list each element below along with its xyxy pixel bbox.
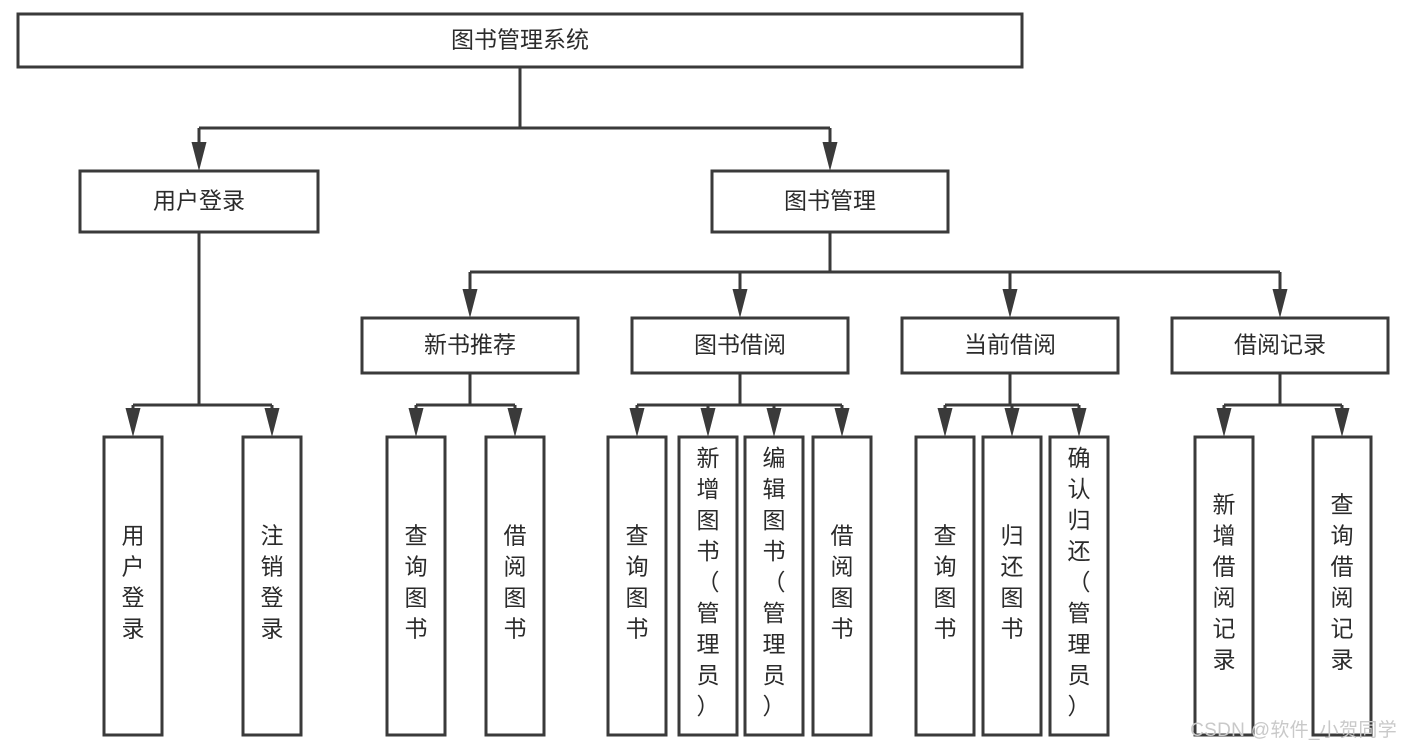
node-book-manage[interactable]: 图书管理 xyxy=(710,169,950,234)
node-leaf-query-record[interactable]: 查询借阅记录 xyxy=(1311,435,1373,737)
node-box xyxy=(900,316,1120,375)
arrow-head-icon xyxy=(629,408,645,437)
node-box xyxy=(360,316,580,375)
node-leaf-query-book-1[interactable]: 查询图书 xyxy=(385,435,447,737)
arrow-head-icon xyxy=(1004,408,1020,437)
arrow-head-icon xyxy=(1071,408,1087,437)
arrow-head-icon xyxy=(937,408,953,437)
node-box xyxy=(16,12,1024,69)
arrow-head-icon xyxy=(1002,289,1018,318)
arrow-head-icon xyxy=(732,289,748,318)
node-label: 图书管理 xyxy=(784,188,876,214)
arrow-head-icon xyxy=(1272,289,1288,318)
arrow-head-icon xyxy=(700,408,716,437)
arrow-head-icon xyxy=(408,408,424,437)
arrow-head-icon xyxy=(125,408,141,437)
node-user-login[interactable]: 用户登录 xyxy=(78,169,320,234)
arrow-head-icon xyxy=(1334,408,1350,437)
node-label: 新增借阅记录 xyxy=(1213,492,1236,673)
node-label: 借阅图书 xyxy=(504,523,527,642)
node-label: 新增图书（管理员） xyxy=(697,445,720,719)
node-label: 新书推荐 xyxy=(424,332,516,358)
node-box xyxy=(677,435,739,737)
node-label: 确认归还（管理员） xyxy=(1068,445,1091,719)
arrow-head-icon xyxy=(507,408,523,437)
arrow-head-icon xyxy=(264,408,280,437)
node-label: 借阅记录 xyxy=(1234,332,1326,358)
node-box xyxy=(1170,316,1390,375)
node-box xyxy=(78,169,320,234)
node-box xyxy=(743,435,805,737)
arrow-head-icon xyxy=(766,408,782,437)
node-label: 用户登录 xyxy=(122,523,145,642)
node-leaf-logout[interactable]: 注销登录 xyxy=(241,435,303,737)
arrow-head-icon xyxy=(191,142,207,171)
node-label: 编辑图书（管理员） xyxy=(763,445,786,719)
node-box xyxy=(710,169,950,234)
node-box xyxy=(811,435,873,737)
node-layer: 图书管理系统用户登录图书管理新书推荐图书借阅当前借阅借阅记录用户登录注销登录查询… xyxy=(16,12,1390,737)
node-leaf-confirm-return[interactable]: 确认归还（管理员） xyxy=(1048,435,1110,737)
arrow-head-icon xyxy=(822,142,838,171)
arrow-head-icon xyxy=(462,289,478,318)
node-leaf-return-book[interactable]: 归还图书 xyxy=(981,435,1043,737)
node-box xyxy=(1193,435,1255,737)
node-label: 查询图书 xyxy=(626,523,649,642)
edge-layer xyxy=(125,67,1350,437)
arrow-head-icon xyxy=(834,408,850,437)
node-box xyxy=(385,435,447,737)
node-label: 归还图书 xyxy=(1001,523,1024,642)
node-leaf-add-record[interactable]: 新增借阅记录 xyxy=(1193,435,1255,737)
node-current-borrow[interactable]: 当前借阅 xyxy=(900,316,1120,375)
node-label: 图书借阅 xyxy=(694,332,786,358)
node-label: 查询图书 xyxy=(405,523,428,642)
node-box xyxy=(914,435,976,737)
node-label: 图书管理系统 xyxy=(451,27,589,53)
node-box xyxy=(1048,435,1110,737)
node-box xyxy=(241,435,303,737)
node-box xyxy=(606,435,668,737)
arrow-head-icon xyxy=(1216,408,1232,437)
node-book-borrow[interactable]: 图书借阅 xyxy=(630,316,850,375)
node-label: 查询图书 xyxy=(934,523,957,642)
node-borrow-record[interactable]: 借阅记录 xyxy=(1170,316,1390,375)
node-root[interactable]: 图书管理系统 xyxy=(16,12,1024,69)
node-label: 当前借阅 xyxy=(964,332,1056,358)
node-box xyxy=(102,435,164,737)
node-label: 用户登录 xyxy=(153,188,245,214)
node-leaf-user-login[interactable]: 用户登录 xyxy=(102,435,164,737)
node-label: 借阅图书 xyxy=(831,523,854,642)
node-new-book-rec[interactable]: 新书推荐 xyxy=(360,316,580,375)
node-leaf-query-book-3[interactable]: 查询图书 xyxy=(914,435,976,737)
node-leaf-query-book-2[interactable]: 查询图书 xyxy=(606,435,668,737)
node-box xyxy=(1311,435,1373,737)
node-leaf-add-book[interactable]: 新增图书（管理员） xyxy=(677,435,739,737)
node-label: 注销登录 xyxy=(261,523,284,642)
node-label: 查询借阅记录 xyxy=(1331,492,1354,673)
node-leaf-edit-book[interactable]: 编辑图书（管理员） xyxy=(743,435,805,737)
node-box xyxy=(981,435,1043,737)
node-box xyxy=(484,435,546,737)
node-box xyxy=(630,316,850,375)
node-leaf-borrow-book-1[interactable]: 借阅图书 xyxy=(484,435,546,737)
node-leaf-borrow-book-2[interactable]: 借阅图书 xyxy=(811,435,873,737)
